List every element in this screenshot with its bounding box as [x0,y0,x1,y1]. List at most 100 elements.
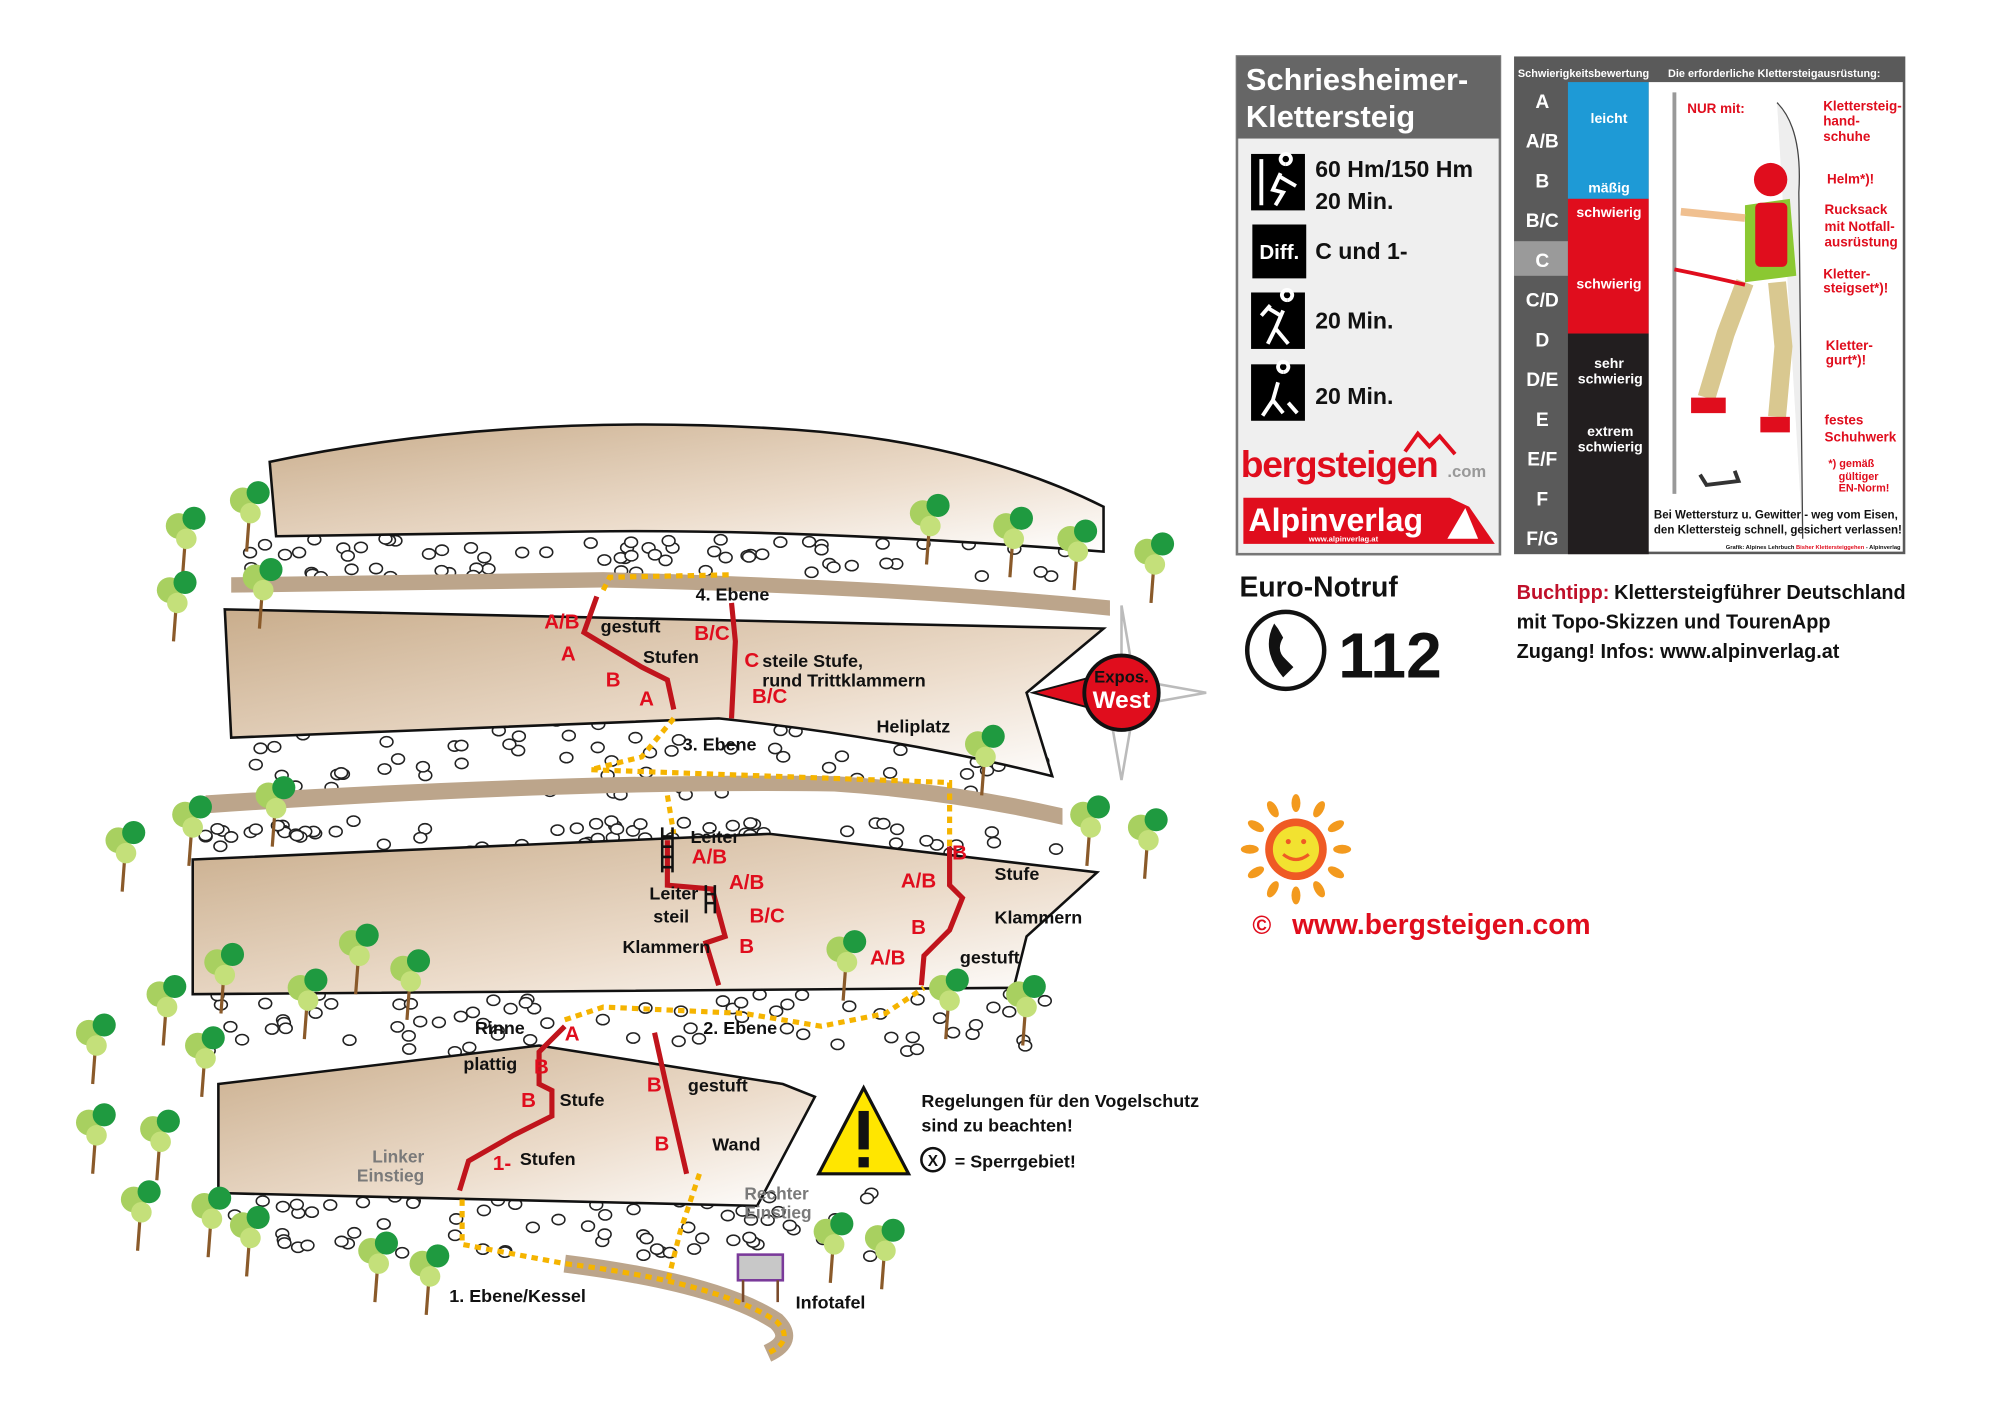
pebble [413,1015,428,1028]
approach-paths [459,572,953,1356]
compass: Expos. West [1029,605,1207,781]
pebble [477,551,492,564]
pebble [882,766,898,779]
pebble [794,989,810,1001]
alpinverlag-url: www.alpinverlag.at [1308,534,1379,543]
notice-line3: = Sperrgebiet! [955,1151,1076,1171]
grade-c-d: C/D [1526,291,1559,312]
height-stat: 60 Hm/150 Hm [1315,156,1473,182]
pebble [776,750,791,763]
pebble [550,824,565,837]
grade-label: A [639,688,654,711]
route-title-line1: Schriesheimer- [1246,62,1468,97]
book-tip-label: Buchtipp: [1517,582,1610,604]
tree-icon [229,481,270,552]
terrain-label: steile Stufe, [762,651,863,671]
pebble [780,998,795,1011]
level-extreme: schwierig [1578,439,1643,455]
terrain-label: Klammern [995,908,1083,928]
pebble [859,1192,875,1205]
pebble [353,541,369,554]
pebble [945,1026,961,1039]
pebble [686,1243,702,1255]
set-label: Kletter- [1823,266,1870,281]
pebble [431,1016,447,1029]
pebble [649,1243,665,1256]
copyright-symbol: © [1252,912,1271,940]
grade-f: F [1536,489,1548,510]
pebble [782,1219,797,1232]
pebble [624,549,639,562]
pebble [453,1010,468,1023]
pebble [390,1020,405,1033]
pebble [323,1199,338,1211]
tree-icon [826,930,867,1001]
tree-icon [338,923,379,995]
pebble [376,838,392,851]
pebble [769,1005,784,1018]
pebble [718,551,733,564]
terrain-label: Wand [712,1135,760,1155]
pebble [300,1239,315,1252]
ledge-upper [231,572,1110,616]
legend-header-left: Schwierigkeitsbewertung [1518,68,1649,80]
level-very-hard: schwierig [1578,371,1643,387]
pebble [551,1213,566,1226]
tree-icon [146,974,187,1046]
pebble [830,1038,845,1051]
grade-label: B [739,935,754,958]
pebble [932,1012,948,1025]
level-moderate: mäßig [1588,179,1630,195]
climber-equipment-illustration [1672,92,1804,539]
pebble [340,549,356,562]
pebble [463,542,479,554]
pebble [723,742,739,755]
pebble [959,768,975,780]
pebble [647,548,663,561]
level-2-label: 2. Ebene [703,1018,777,1038]
norm-note: *) gemäß [1828,458,1874,470]
pebble [658,554,673,567]
nur-mit-label: NUR mit: [1687,101,1745,116]
pebble [253,742,268,755]
pebble [368,562,384,575]
pebble [291,546,307,559]
grade-e-f: E/F [1527,450,1557,471]
pebble [664,744,679,757]
heliplatz-label: Heliplatz [876,717,950,737]
level-1-label: 1. Ebene/Kessel [449,1286,586,1306]
pebble [415,760,431,773]
gloves-label: hand- [1823,114,1860,129]
copyright-url[interactable]: www.bergsteigen.com [1291,908,1590,940]
grade-label: B [606,668,621,691]
pebble [834,750,850,763]
pebble [539,546,554,559]
terrain-label: Rinne [475,1018,525,1038]
book-tip-line3[interactable]: Zugang! Infos: www.alpinverlag.at [1517,641,1840,663]
alpinverlag-logo-text: Alpinverlag [1249,502,1424,538]
shoes-label: Schuhwerk [1825,429,1897,444]
ladder-icons [660,827,717,914]
book-tip: Buchtipp: Klettersteigführer Deutschland… [1517,582,1906,663]
level-hard: schwierig [1576,276,1641,292]
pebble [277,1237,292,1249]
pebble [814,543,829,556]
level-3-label: 3. Ebene [683,734,757,754]
pebble [707,545,722,558]
weather-warning: den Klettersteig schnell, gesichert verl… [1654,525,1902,537]
pebble [248,823,263,836]
pebble [559,751,574,764]
tree-icon [172,795,212,867]
pebble [248,758,263,771]
pebble [771,1205,786,1218]
pebble [625,1032,641,1044]
pebble [255,1195,270,1207]
pebble [974,570,989,582]
pebble [695,1232,710,1245]
pebble [561,729,577,742]
pebble [773,536,788,549]
tree-icon [185,1026,225,1097]
book-tip-line2: mit Topo-Skizzen und TourenApp [1517,612,1831,634]
pebble [876,817,891,830]
pebble [525,1221,541,1234]
